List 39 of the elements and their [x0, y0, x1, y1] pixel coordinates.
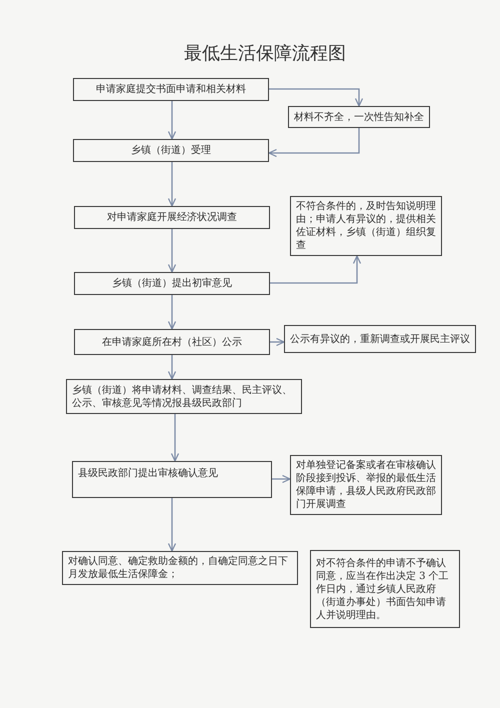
- flow-arrow: [168, 355, 176, 380]
- note-box: [290, 196, 442, 256]
- note-box: [310, 550, 460, 628]
- note-box: [290, 455, 442, 515]
- flow-arrow: [168, 229, 176, 273]
- flow-arrow: [170, 414, 180, 462]
- process-box: [72, 461, 272, 498]
- process-box: [74, 206, 270, 229]
- note-box: [288, 106, 430, 128]
- step-text: 申请家庭提交书面申请和相关材料: [96, 83, 246, 96]
- step-text: 对不符合条件的申请不予确认同意，应当在作出决定 3 个工作日内，通过乡镇人民政府（街道办事处）书面告知申请人并说明理由。: [316, 556, 450, 622]
- process-box: [73, 139, 269, 162]
- step-text: 乡镇（街道）受理: [131, 144, 211, 157]
- step-text: 在申请家庭所在村（社区）公示: [102, 336, 242, 348]
- diagram-title: 最低生活保障流程图: [183, 43, 346, 64]
- flow-arrow: [168, 101, 176, 140]
- step-text: 公示有异议的，重新调查或开展民主评议: [290, 332, 470, 346]
- process-box: [74, 272, 270, 295]
- flow-arrow: [168, 162, 176, 207]
- flow-arrow: [270, 338, 285, 346]
- step-text: 材料不齐全，一次性告知补全: [294, 110, 424, 124]
- step-text: 对确认同意、确定救助金额的，自确定同意之日下月发放最低生活保障金；: [68, 555, 289, 581]
- step-text: 乡镇（街道）提出初审意见: [112, 277, 232, 290]
- note-box: [284, 325, 476, 353]
- step-text: 乡镇（街道）将申请材料、调查结果、民主评议、公示、审核意见等情况报县级民政部门: [72, 384, 293, 410]
- process-box: [73, 78, 269, 101]
- step-text: 县级民政部门提出审核确认意见: [78, 467, 218, 480]
- process-box: [62, 551, 298, 585]
- flow-arrow: [272, 474, 291, 484]
- flow-arrow: [270, 255, 362, 284]
- process-box: [66, 379, 302, 414]
- step-text: 对申请家庭开展经济状况调查: [107, 211, 237, 224]
- flow-arrow: [268, 128, 360, 158]
- flow-arrow: [168, 498, 176, 552]
- flow-arrow: [168, 295, 176, 330]
- step-text: 对单独登记备案或者在审核确认阶段接到投诉、举报的最低生活保障申请，县级人民政府民政部门开展调查: [296, 459, 436, 511]
- flow-arrow: [269, 88, 364, 107]
- process-box: [74, 329, 270, 355]
- step-text: 不符合条件的，及时告知说明理由；申请人有异议的，提供相关佐证材料，乡镇（街道）组织复查: [296, 200, 436, 252]
